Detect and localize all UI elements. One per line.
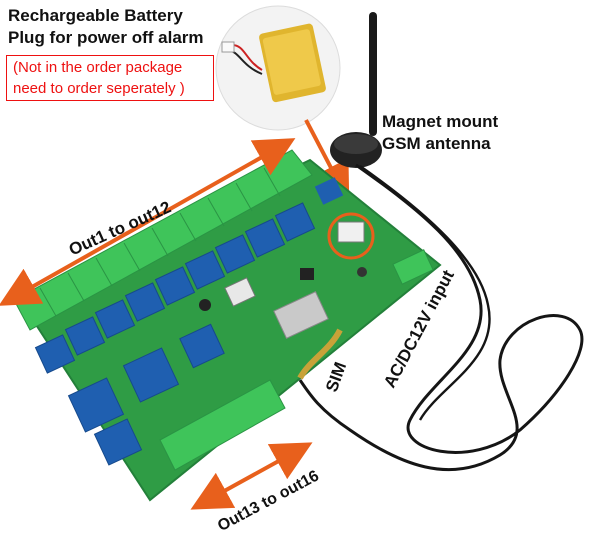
product-photo: Rechargeable Battery Plug for power off … [0,5,584,535]
battery-title-line2: Plug for power off alarm [8,28,204,47]
outputs-arrow-upper [0,138,296,306]
order-note-box: (Not in the order package need to order … [6,55,214,101]
battery-inset [215,5,341,131]
order-note-line2: need to order seperately ) [13,80,185,97]
board-illustration [0,5,584,510]
outputs-arrow-lower [190,442,313,510]
gsm-antenna [298,12,584,472]
battery-title-line1: Rechargeable Battery [8,6,183,25]
order-note-line1: (Not in the order package [13,59,183,76]
antenna-label-line2: GSM antenna [382,134,491,153]
antenna-label-line1: Magnet mount [382,112,499,131]
connector-highlight [327,212,375,260]
